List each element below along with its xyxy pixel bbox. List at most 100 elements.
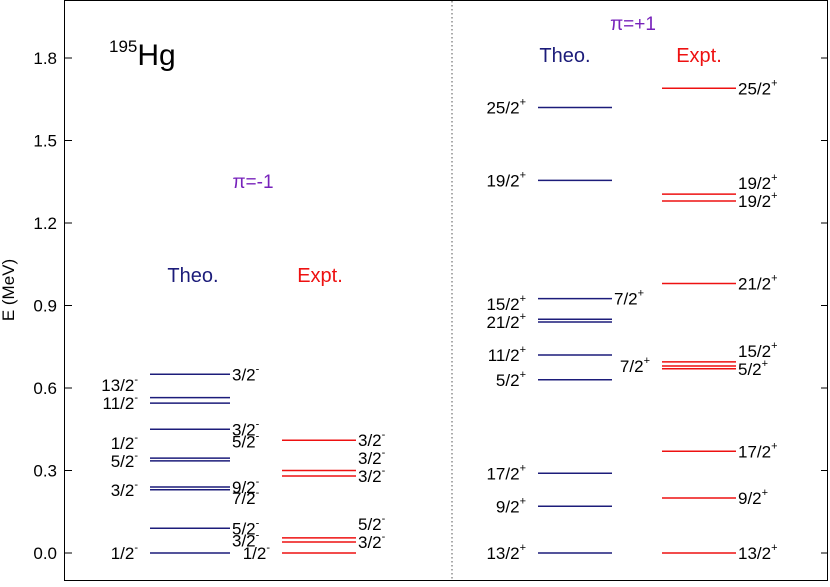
theory-spin-label: 5/2+ bbox=[496, 369, 526, 390]
experiment-spin-label: 13/2+ bbox=[738, 542, 778, 563]
spin-value: 3/2 bbox=[111, 481, 135, 500]
spin-value: 9/2 bbox=[496, 497, 520, 516]
parity-sign: - bbox=[134, 392, 138, 404]
spin-value: 15/2 bbox=[738, 342, 771, 361]
parity-sign: + bbox=[520, 97, 526, 109]
theory-spin-label: 3/2- bbox=[232, 530, 260, 551]
parity-sign: + bbox=[771, 190, 777, 202]
spin-value: 5/2 bbox=[496, 371, 520, 390]
parity-sign: + bbox=[762, 487, 768, 499]
parity-sign: + bbox=[520, 462, 526, 474]
parity-sign: - bbox=[134, 479, 138, 491]
spin-value: 3/2 bbox=[358, 467, 382, 486]
parity-label: π=-1 bbox=[232, 172, 273, 193]
parity-sign: - bbox=[256, 431, 260, 443]
spin-value: 9/2 bbox=[738, 489, 762, 508]
spin-value: 7/2 bbox=[620, 357, 644, 376]
theory-spin-label: 5/2- bbox=[232, 431, 260, 452]
spin-value: 3/2 bbox=[358, 431, 382, 450]
spin-value: 25/2 bbox=[738, 79, 771, 98]
spin-value: 1/2 bbox=[243, 544, 267, 563]
experiment-spin-label: 9/2+ bbox=[738, 487, 768, 508]
spin-value: 21/2 bbox=[738, 275, 771, 294]
theory-spin-label: 7/2+ bbox=[614, 288, 644, 309]
parity-sign: + bbox=[644, 355, 650, 367]
parity-sign: + bbox=[520, 344, 526, 356]
parity-sign: - bbox=[134, 432, 138, 444]
theory-spin-label: 21/2+ bbox=[486, 311, 526, 332]
theory-spin-label: 11/2+ bbox=[488, 344, 526, 365]
experiment-spin-label: 3/2- bbox=[358, 465, 386, 486]
spin-value: 19/2 bbox=[486, 171, 519, 190]
experiment-spin-label: 3/2- bbox=[358, 429, 386, 450]
parity-sign: + bbox=[771, 340, 777, 352]
spin-value: 5/2 bbox=[232, 433, 256, 452]
theory-spin-label: 9/2- bbox=[232, 476, 260, 497]
parity-sign: - bbox=[382, 447, 386, 459]
parity-sign: - bbox=[256, 530, 260, 542]
y-tick-label: 0.6 bbox=[33, 379, 57, 398]
spin-value: 5/2 bbox=[738, 360, 762, 379]
spin-value: 25/2 bbox=[486, 99, 519, 118]
theory-spin-label: 13/2+ bbox=[486, 542, 526, 563]
parity-sign: - bbox=[134, 542, 138, 554]
parity-sign: + bbox=[771, 77, 777, 89]
nucleus-symbol: Hg bbox=[137, 39, 175, 72]
y-tick-label: 1.2 bbox=[33, 214, 57, 233]
experiment-spin-label: 3/2- bbox=[358, 447, 386, 468]
parity-sign: - bbox=[134, 374, 138, 386]
spin-value: 11/2 bbox=[103, 394, 135, 413]
spin-value: 1/2 bbox=[111, 434, 135, 453]
parity-sign: - bbox=[134, 450, 138, 462]
theory-spin-label: 25/2+ bbox=[486, 97, 526, 118]
experiment-spin-label: 25/2+ bbox=[738, 77, 778, 98]
parity-sign: - bbox=[382, 531, 386, 543]
spin-value: 5/2 bbox=[232, 519, 256, 538]
experiment-spin-label: 7/2+ bbox=[620, 355, 650, 376]
experiment-spin-label: 19/2+ bbox=[738, 172, 778, 193]
theory-spin-label: 13/2- bbox=[101, 374, 138, 395]
spin-value: 5/2 bbox=[111, 452, 135, 471]
theory-spin-label: 1/2- bbox=[111, 432, 139, 453]
experiment-spin-label: 1/2- bbox=[243, 542, 271, 563]
y-tick-label: 1.8 bbox=[33, 49, 57, 68]
y-axis-ticks: 0.00.30.60.91.21.51.8 bbox=[33, 49, 827, 563]
parity-sign: - bbox=[382, 465, 386, 477]
spin-value: 19/2 bbox=[738, 192, 771, 211]
parity-sign: + bbox=[771, 440, 777, 452]
parity-sign: + bbox=[520, 495, 526, 507]
column-header: Theo. bbox=[539, 45, 590, 67]
experiment-spin-label: 21/2+ bbox=[738, 273, 778, 294]
nucleus-mass: 195 bbox=[109, 37, 137, 56]
experiment-spin-label: 19/2+ bbox=[738, 190, 778, 211]
parity-sign: + bbox=[520, 311, 526, 323]
experiment-spin-label: 5/2- bbox=[358, 513, 386, 534]
spin-value: 3/2 bbox=[232, 532, 256, 551]
parity-sign: - bbox=[256, 487, 260, 499]
y-tick-label: 0.3 bbox=[33, 462, 57, 481]
theory-spin-label: 17/2+ bbox=[486, 462, 526, 483]
spin-value: 17/2 bbox=[486, 464, 519, 483]
parity-sign: - bbox=[266, 542, 270, 554]
plot-frame bbox=[64, 0, 828, 581]
spin-value: 11/2 bbox=[488, 346, 520, 365]
parity-sign: + bbox=[771, 542, 777, 554]
parity-sign: - bbox=[382, 513, 386, 525]
experiment-spin-label: 5/2+ bbox=[738, 358, 768, 379]
theory-spin-label: 11/2- bbox=[103, 392, 139, 413]
spin-value: 13/2 bbox=[738, 544, 771, 563]
spin-value: 5/2 bbox=[358, 515, 382, 534]
parity-sign: + bbox=[520, 293, 526, 305]
nucleus-label: 195Hg bbox=[109, 37, 176, 72]
column-header: Theo. bbox=[167, 265, 218, 287]
theory-spin-label: 1/2- bbox=[111, 542, 139, 563]
parity-sign: - bbox=[256, 418, 260, 430]
spin-value: 1/2 bbox=[111, 544, 135, 563]
spin-value: 3/2 bbox=[358, 533, 382, 552]
theory-spin-label: 3/2- bbox=[111, 479, 139, 500]
parity-sign: - bbox=[256, 363, 260, 375]
spin-value: 7/2 bbox=[232, 489, 256, 508]
y-tick-label: 0.9 bbox=[33, 297, 57, 316]
spin-value: 3/2 bbox=[232, 420, 256, 439]
